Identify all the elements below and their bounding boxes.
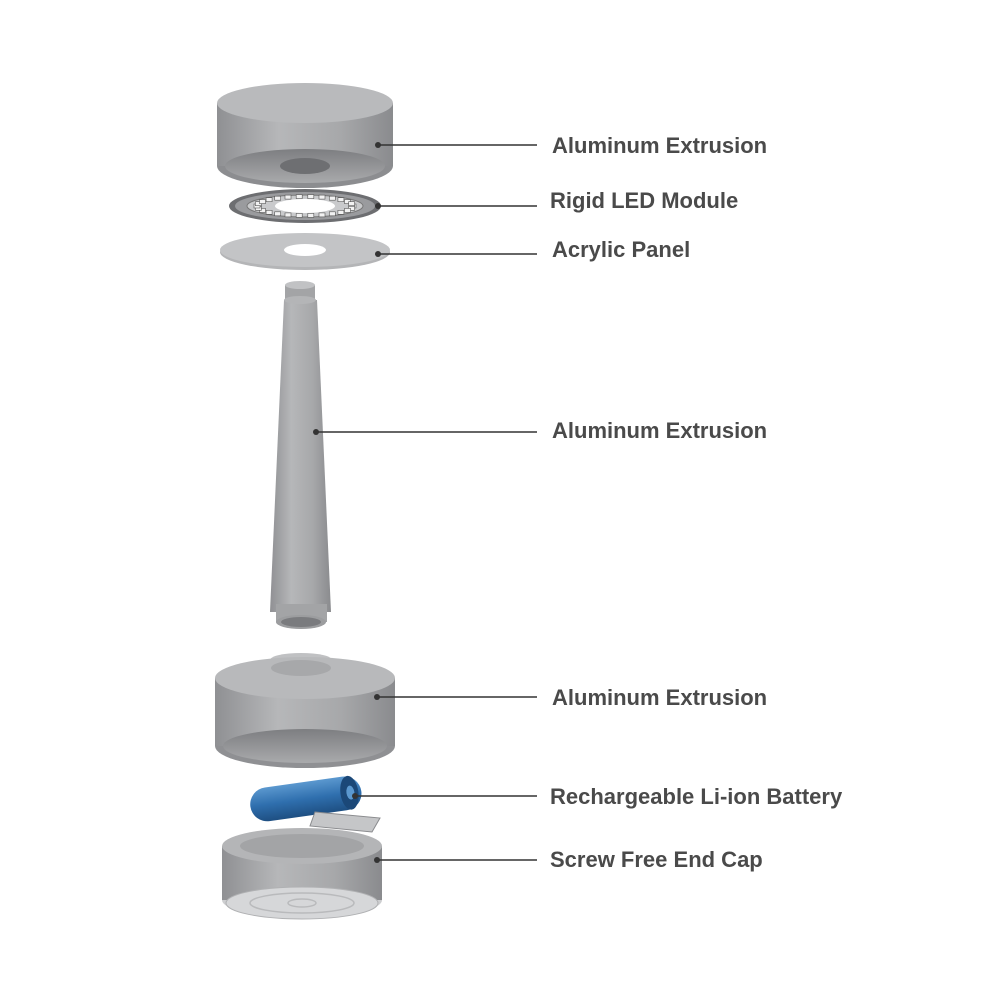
led-chip: [284, 194, 292, 200]
led-chip: [259, 199, 266, 204]
led-chip: [344, 208, 351, 213]
led-module: [229, 189, 381, 223]
acrylic-panel: [220, 233, 390, 270]
label-acrylic-panel: Acrylic Panel: [552, 237, 691, 262]
led-chip: [307, 194, 315, 199]
led-chips: [253, 194, 357, 218]
led-chip: [328, 211, 336, 217]
leader-dot-top-cap: [375, 142, 381, 148]
bottom-body-extrusion: [215, 653, 395, 768]
battery: [250, 775, 362, 822]
label-rechargeable-battery: Rechargeable Li-ion Battery: [550, 784, 843, 809]
led-chip: [265, 210, 273, 215]
led-chip: [274, 211, 282, 217]
leader-dot-battery: [352, 793, 358, 799]
label-rigid-led-module: Rigid LED Module: [550, 188, 739, 213]
screw-free-end-cap: [222, 811, 382, 920]
led-chip: [337, 210, 345, 215]
led-chip: [295, 213, 303, 218]
led-chip: [274, 195, 282, 201]
led-chip: [284, 212, 292, 218]
leader-lines: [316, 144, 537, 861]
leader-dot-acrylic-panel: [375, 251, 381, 257]
led-chip: [348, 201, 355, 206]
leader-dots: [313, 142, 381, 863]
leader-dot-bottom-body: [374, 694, 380, 700]
top-cap-extrusion: [217, 83, 393, 188]
leader-dot-end-cap: [374, 857, 380, 863]
led-chip: [265, 197, 273, 202]
led-chip: [318, 194, 326, 200]
led-chip: [337, 197, 345, 202]
led-chip: [307, 213, 315, 218]
label-aluminum-extrusion-stem: Aluminum Extrusion: [552, 418, 768, 443]
leader-dot-stem: [313, 429, 319, 435]
led-chip: [328, 195, 336, 201]
leader-dot-led-module: [375, 203, 381, 209]
label-aluminum-extrusion-body: Aluminum Extrusion: [552, 685, 768, 710]
stem-extrusion: [270, 281, 331, 629]
label-aluminum-extrusion-top: Aluminum Extrusion: [552, 133, 768, 158]
led-chip: [318, 212, 326, 218]
label-screw-free-end-cap: Screw Free End Cap: [550, 847, 763, 872]
led-chip: [295, 194, 303, 199]
